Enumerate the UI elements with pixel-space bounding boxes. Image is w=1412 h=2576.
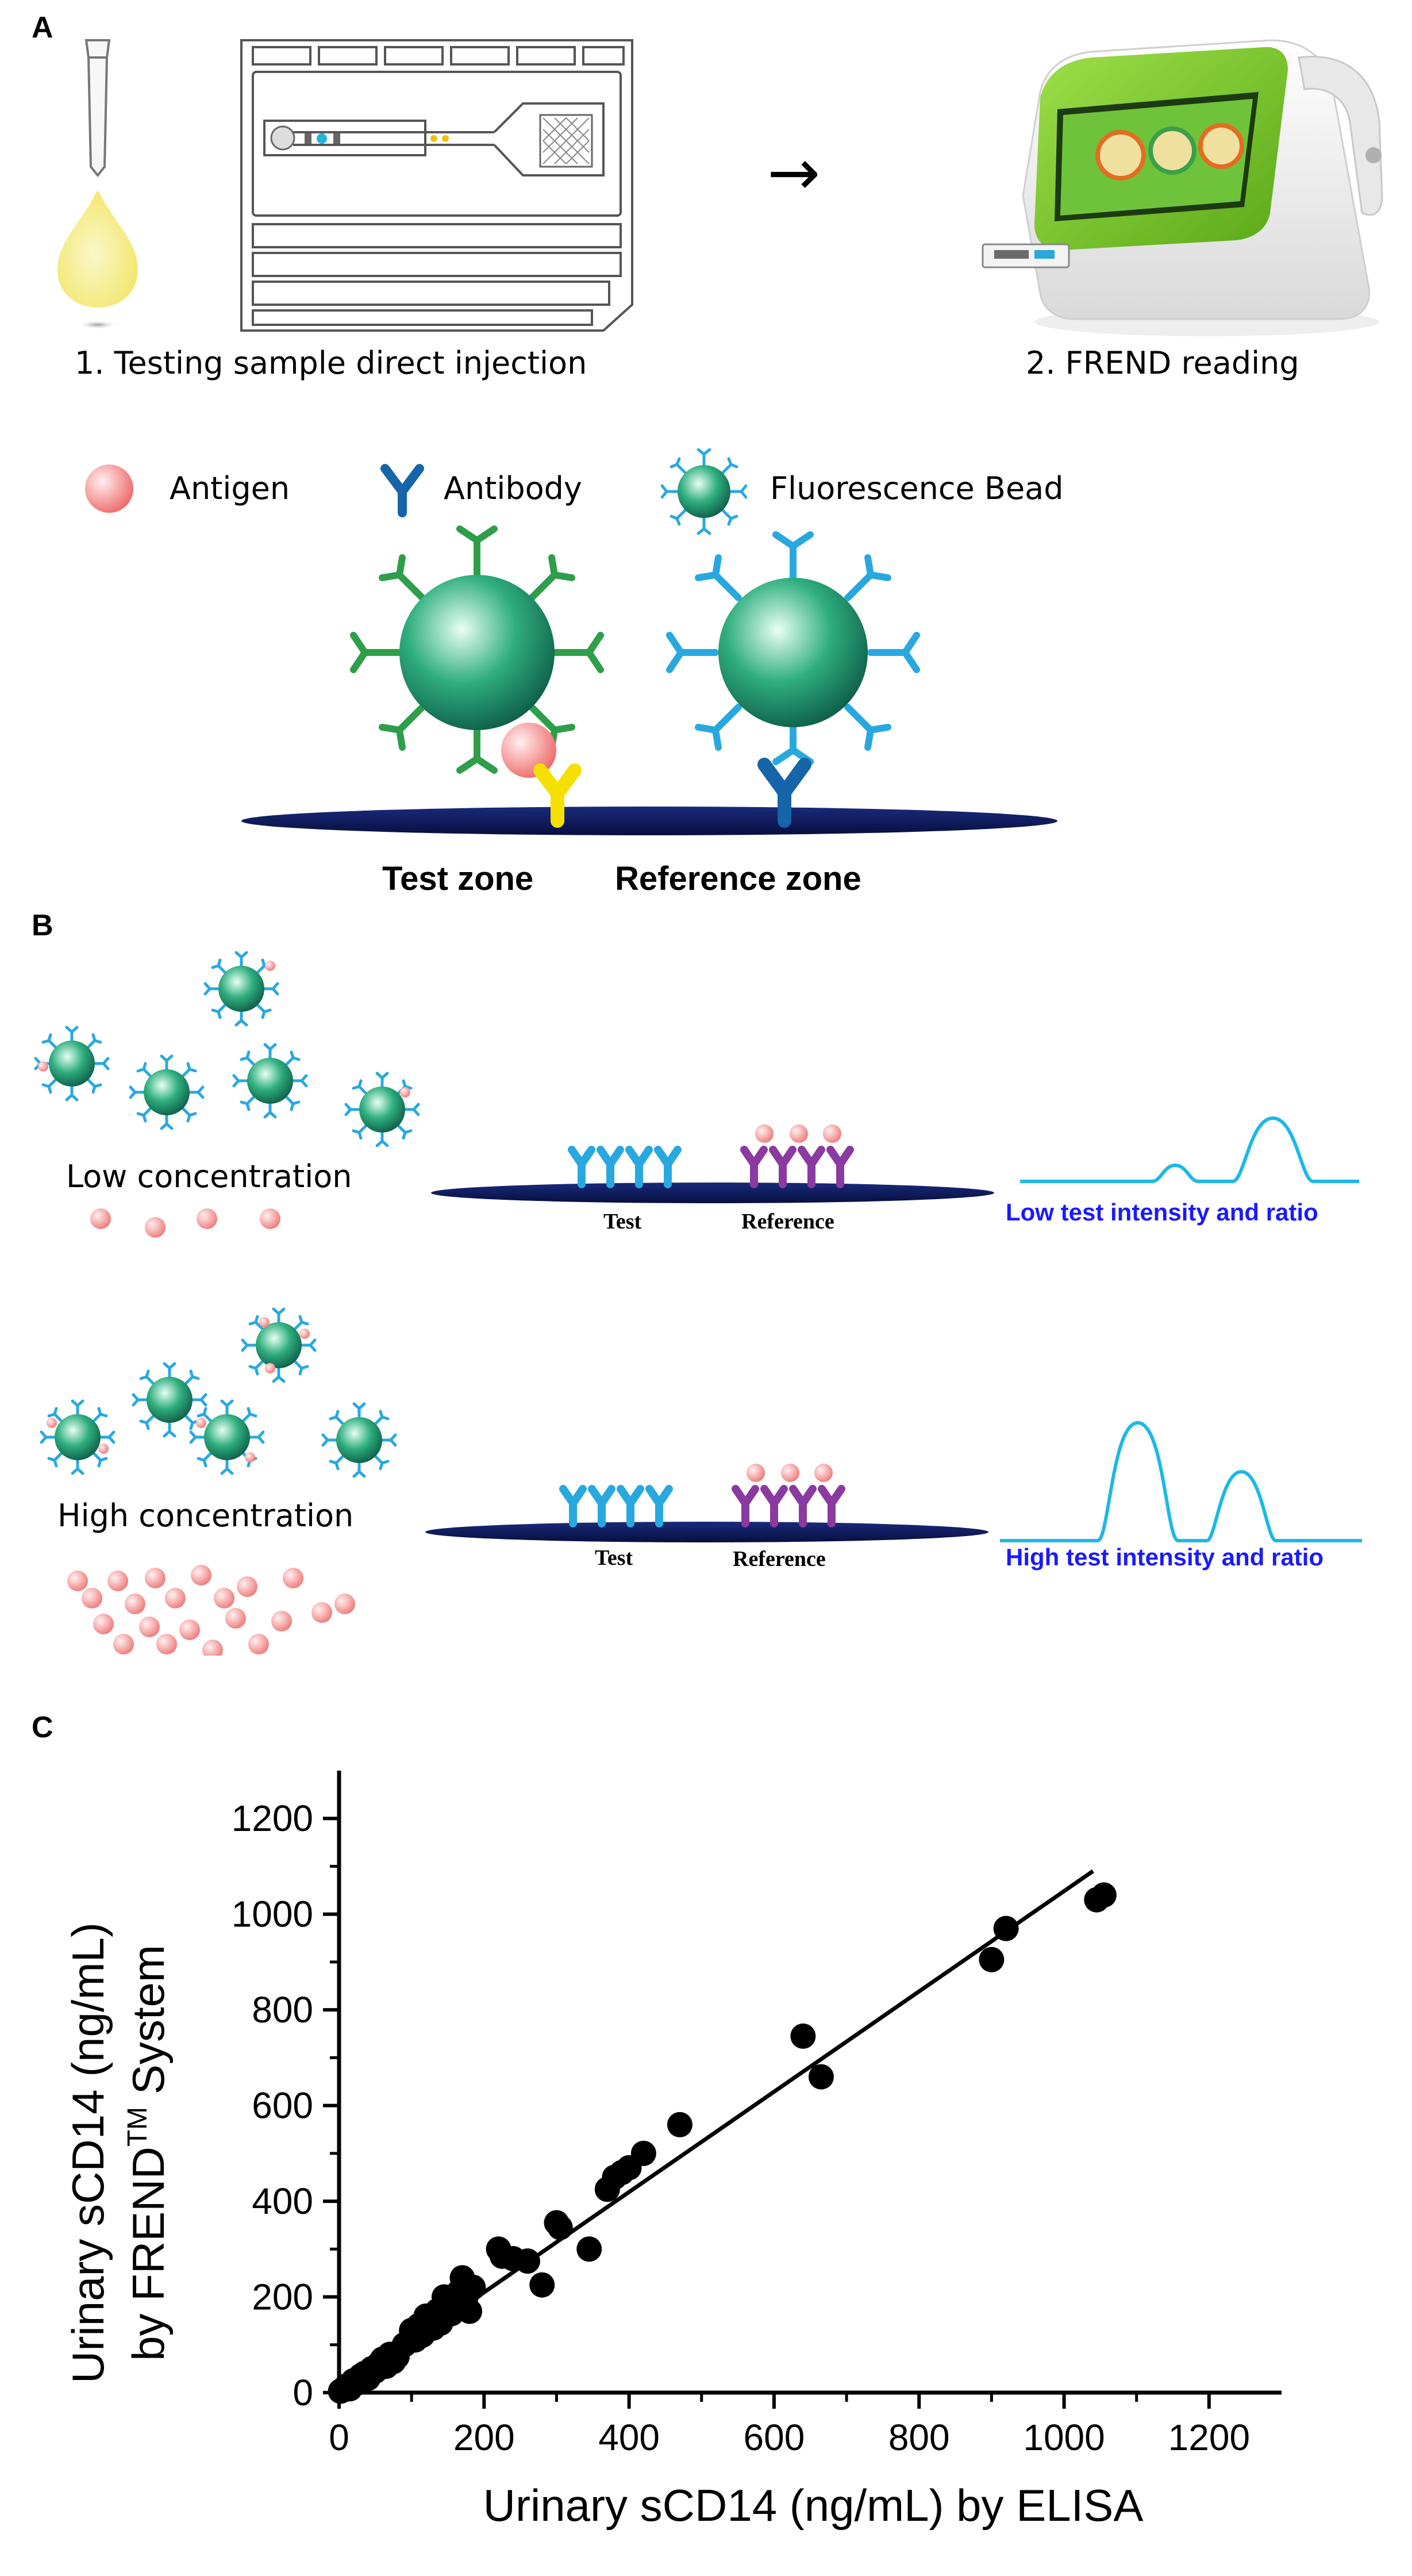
- frend-reader-device-illustration: [982, 39, 1383, 336]
- low-test-label: Test: [603, 1210, 642, 1234]
- process-arrow: →: [767, 136, 821, 209]
- data-point: [576, 2236, 602, 2262]
- scatter-chart: Urinary sCD14 (ng/mL) by FRENDTM System …: [63, 1771, 1282, 2531]
- chart-axes: [337, 1771, 1282, 2395]
- y-axis-label-line1: Urinary sCD14 (ng/mL): [63, 1922, 113, 2383]
- test-cartridge-illustration: [240, 39, 633, 332]
- antibody-legend-label: Antibody: [444, 470, 582, 506]
- panel-label-b: B: [32, 909, 53, 942]
- data-point: [515, 2248, 540, 2274]
- fluorescence-bead-legend-icon: [661, 448, 747, 535]
- y-tick-label: 400: [252, 2180, 313, 2222]
- x-tick-label: 0: [329, 2417, 349, 2458]
- data-point: [529, 2272, 555, 2298]
- x-axis-ticks: 0 200 400 600 800 1000 1200: [329, 2393, 1250, 2458]
- data-point: [667, 2112, 692, 2137]
- data-point: [1091, 1882, 1117, 1908]
- bead-legend-label: Fluorescence Bead: [770, 470, 1064, 506]
- x-axis-label: Urinary sCD14 (ng/mL) by ELISA: [483, 2480, 1144, 2531]
- low-concentration-strip-illustration: [431, 1124, 994, 1203]
- x-tick-label: 200: [453, 2417, 515, 2458]
- data-point: [460, 2274, 486, 2300]
- data-point: [979, 1947, 1005, 1972]
- high-test-label: Test: [595, 1546, 633, 1570]
- x-tick-label: 1200: [1168, 2417, 1250, 2458]
- reference-zone-label: Reference zone: [615, 860, 861, 897]
- high-concentration-label: High concentration: [57, 1498, 354, 1534]
- low-signal-curve: [1020, 1116, 1359, 1183]
- x-tick-label: 800: [888, 2417, 950, 2458]
- high-reference-label: Reference: [733, 1547, 826, 1571]
- pipette-and-drop-illustration: [57, 39, 138, 329]
- antigen-legend-icon: [85, 464, 133, 513]
- low-concentration-label: Low concentration: [66, 1158, 352, 1195]
- x-tick-label: 600: [744, 2417, 805, 2458]
- data-points: [328, 1882, 1117, 2404]
- low-reference-label: Reference: [741, 1210, 834, 1234]
- x-tick-label: 1000: [1023, 2417, 1105, 2458]
- test-zone-label: Test zone: [382, 860, 534, 897]
- binding-mechanism-illustration: [241, 525, 1057, 835]
- antibody-legend-icon: [380, 464, 424, 517]
- y-tick-label: 600: [252, 2085, 313, 2126]
- panel-label-a: A: [32, 11, 53, 44]
- y-tick-label: 1200: [232, 1798, 313, 1839]
- data-point: [808, 2064, 834, 2090]
- low-result-label: Low test intensity and ratio: [1006, 1199, 1318, 1226]
- low-concentration-beads-illustration: [23, 949, 437, 1238]
- y-tick-label: 200: [252, 2276, 313, 2318]
- data-point: [790, 2023, 816, 2049]
- y-axis-label-line2: by FRENDTM System: [122, 1945, 174, 2361]
- x-tick-label: 400: [598, 2417, 660, 2458]
- step1-caption: 1. Testing sample direct injection: [75, 345, 587, 381]
- data-point: [547, 2214, 573, 2240]
- data-point: [457, 2298, 483, 2324]
- y-tick-label: 800: [252, 1989, 313, 2030]
- high-result-label: High test intensity and ratio: [1006, 1544, 1324, 1571]
- y-tick-label: 1000: [232, 1894, 313, 1935]
- data-point: [630, 2140, 656, 2166]
- step2-caption: 2. FREND reading: [1026, 345, 1299, 381]
- antigen-legend-label: Antigen: [170, 470, 290, 506]
- high-concentration-beads-illustration: [23, 1299, 437, 1656]
- data-point: [993, 1915, 1019, 1941]
- y-axis-ticks: 0 200 400 600 800 1000 1200: [232, 1798, 339, 2413]
- y-tick-label: 0: [293, 2372, 313, 2413]
- panel-label-c: C: [32, 1711, 53, 1744]
- high-signal-curve: [1000, 1421, 1362, 1542]
- high-concentration-strip-illustration: [425, 1464, 988, 1542]
